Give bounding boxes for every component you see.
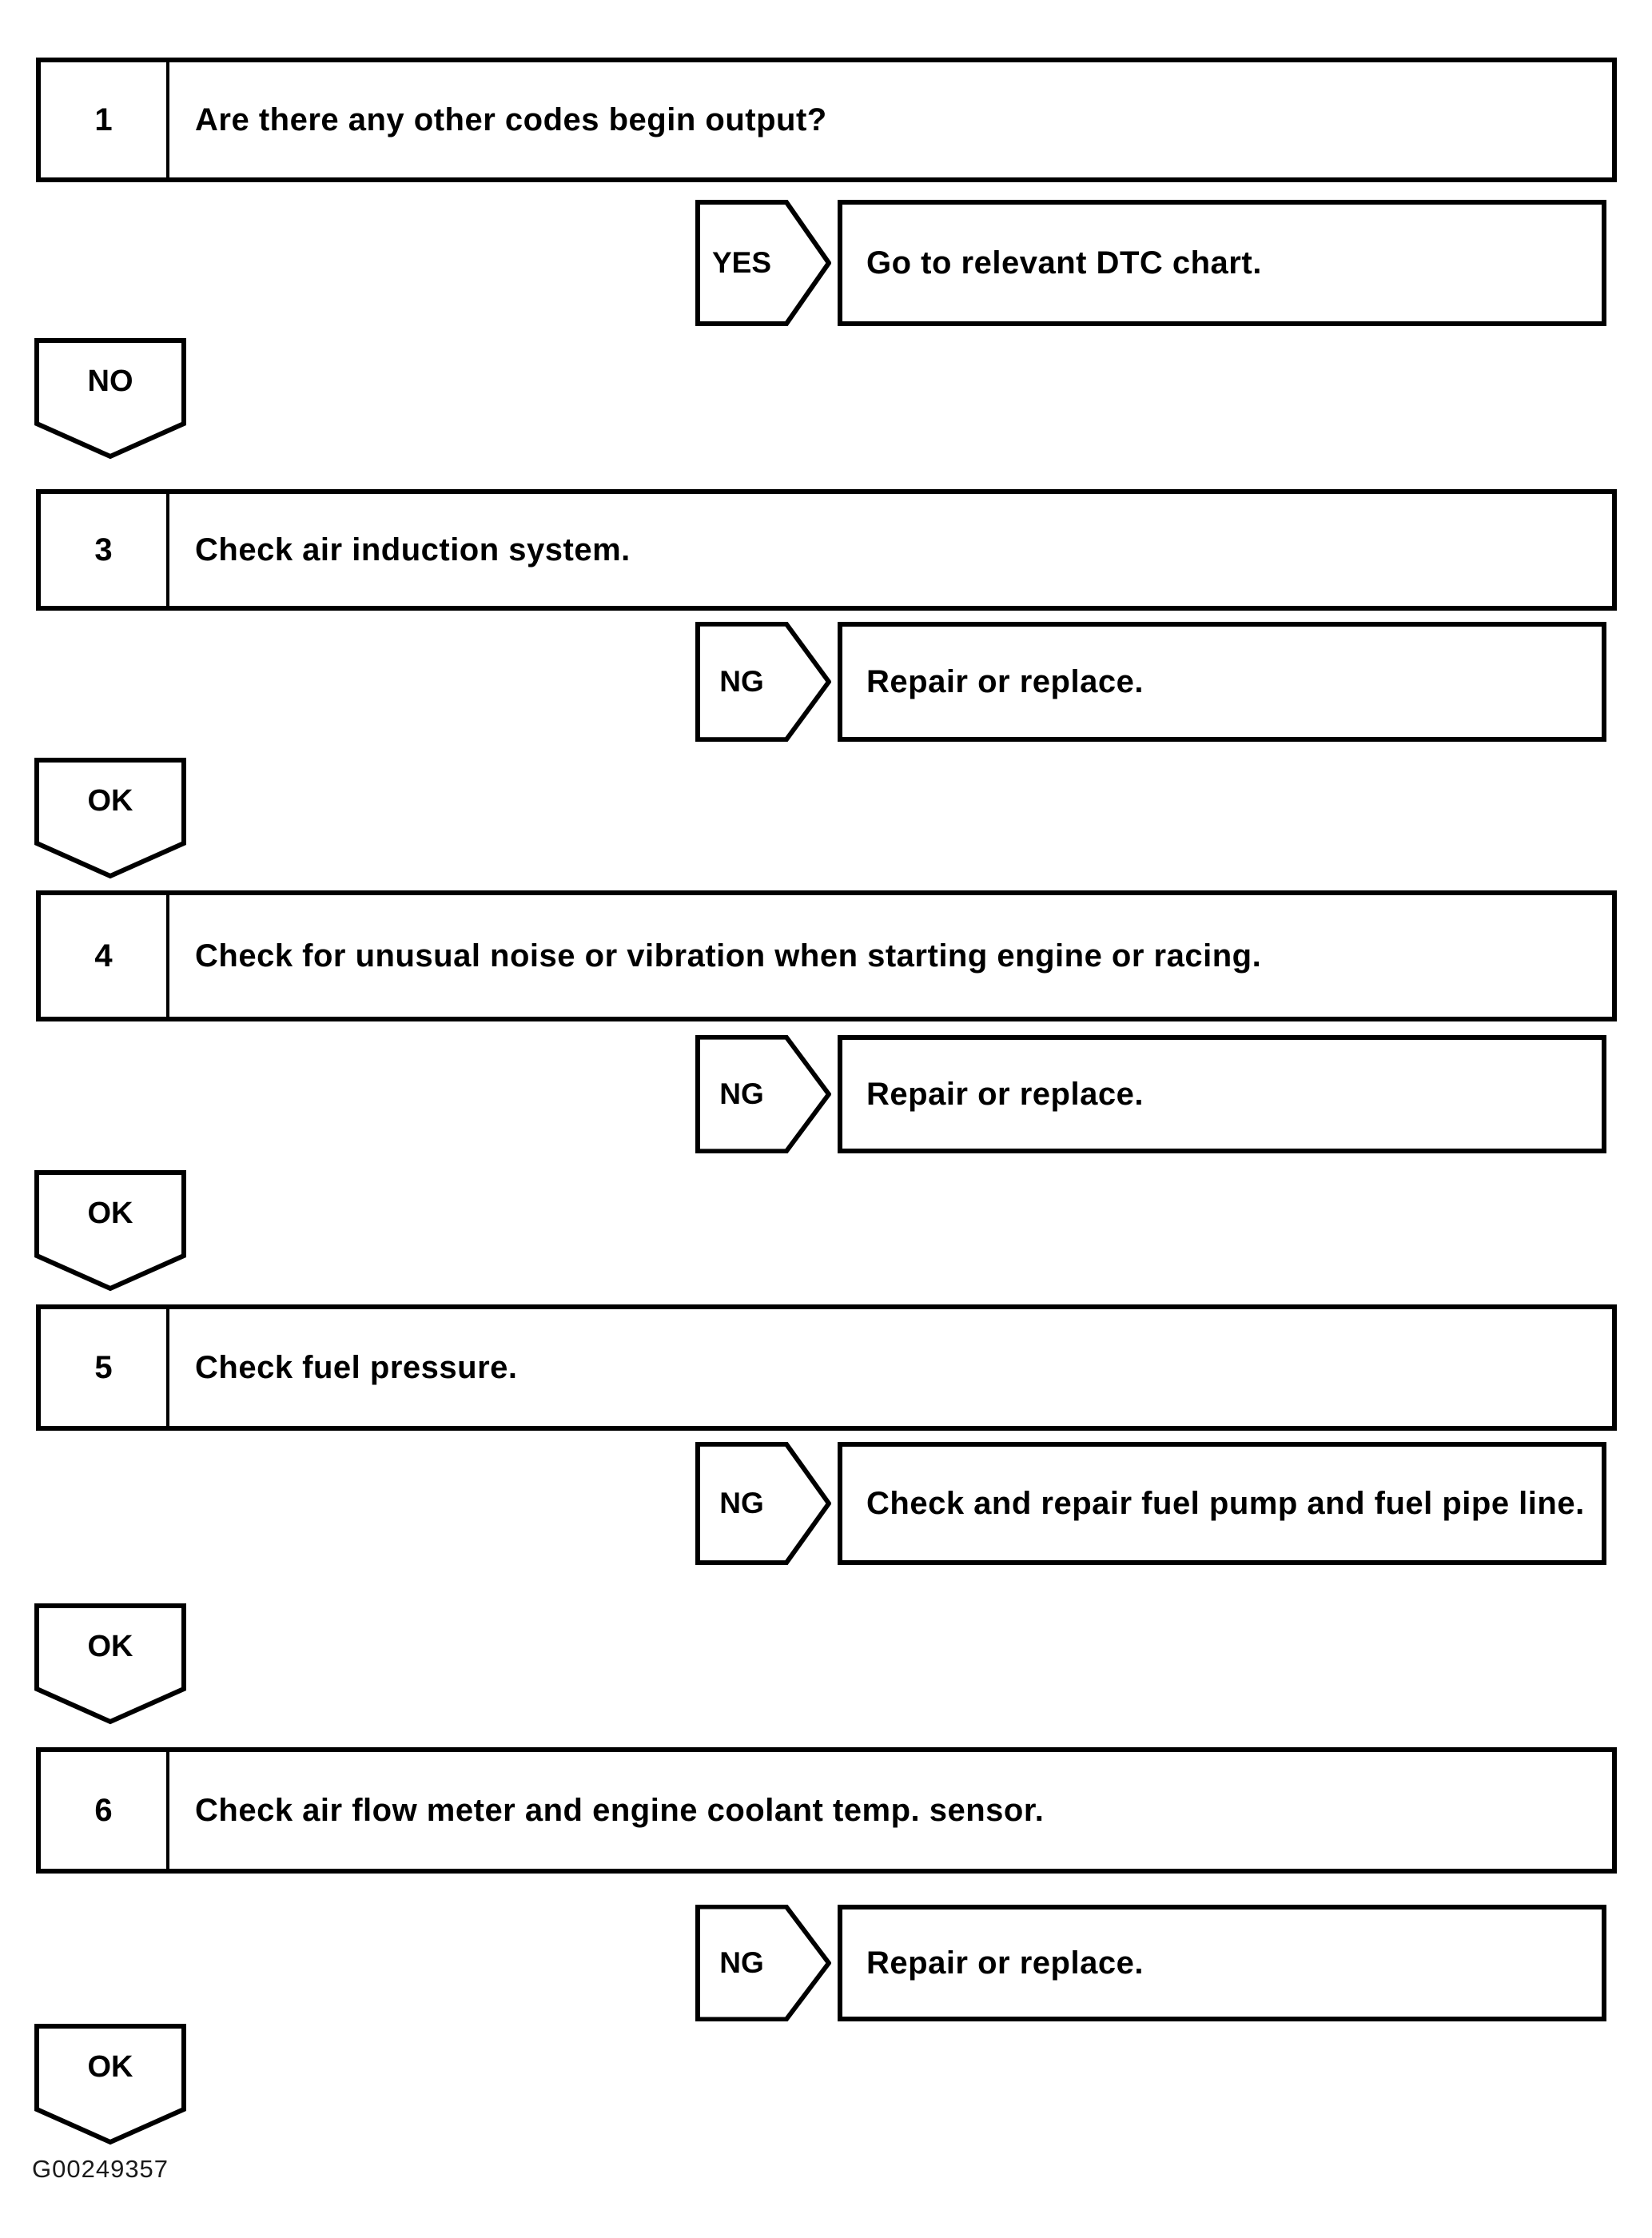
step-title: Check for unusual noise or vibration whe… xyxy=(195,938,1262,974)
branch-label: NG xyxy=(719,1946,764,1979)
connector-label: OK xyxy=(87,1196,133,1230)
down-arrow-tag-shape xyxy=(34,758,186,879)
branch-label: NG xyxy=(719,665,764,698)
step-title: Check air induction system. xyxy=(195,532,631,567)
step-box-4: 4 Check for unusual noise or vibration w… xyxy=(36,890,1617,1021)
result-text: Repair or replace. xyxy=(866,1945,1144,1981)
connector-ok: OK xyxy=(34,1170,186,1292)
branch-tag-ng: NG xyxy=(695,622,831,742)
step-number: 6 xyxy=(41,1752,169,1869)
connector-label: NO xyxy=(87,364,133,398)
result-text: Repair or replace. xyxy=(866,663,1144,699)
connector-no: NO xyxy=(34,338,186,460)
branch-label: NG xyxy=(719,1487,764,1519)
right-arrow-tag-shape xyxy=(695,200,831,326)
step-number: 5 xyxy=(41,1309,169,1426)
down-arrow-tag-shape xyxy=(34,2024,186,2145)
result-box: Repair or replace. xyxy=(838,622,1606,742)
result-text: Repair or replace. xyxy=(866,1076,1144,1112)
step-number: 3 xyxy=(41,494,169,606)
right-arrow-tag-shape xyxy=(695,1905,831,2021)
step-number: 4 xyxy=(41,895,169,1017)
figure-id: G00249357 xyxy=(32,2155,169,2183)
down-arrow-tag-shape xyxy=(34,1170,186,1292)
step-box-1: 1 Are there any other codes begin output… xyxy=(36,58,1617,182)
connector-label: OK xyxy=(87,2049,133,2084)
connector-ok: OK xyxy=(34,758,186,879)
branch-label: NG xyxy=(719,1077,764,1110)
step-box-3: 3 Check air induction system. xyxy=(36,489,1617,611)
right-arrow-tag-shape xyxy=(695,622,831,742)
right-arrow-tag-shape xyxy=(695,1442,831,1565)
branch-label: YES xyxy=(711,246,772,279)
branch-tag-ng: NG xyxy=(695,1442,831,1565)
step-box-5: 5 Check fuel pressure. xyxy=(36,1304,1617,1431)
branch-tag-yes: YES xyxy=(695,200,831,326)
connector-label: OK xyxy=(87,1629,133,1663)
result-box: Repair or replace. xyxy=(838,1905,1606,2021)
step-number: 1 xyxy=(41,62,169,177)
branch-tag-ng: NG xyxy=(695,1905,831,2021)
result-text: Go to relevant DTC chart. xyxy=(866,245,1262,281)
connector-label: OK xyxy=(87,783,133,818)
result-text: Check and repair fuel pump and fuel pipe… xyxy=(866,1485,1585,1521)
step-title: Check fuel pressure. xyxy=(195,1349,518,1385)
connector-ok: OK xyxy=(34,1603,186,1725)
connector-ok: OK xyxy=(34,2024,186,2145)
step-title: Check air flow meter and engine coolant … xyxy=(195,1792,1045,1828)
step-title: Are there any other codes begin output? xyxy=(195,102,827,137)
down-arrow-tag-shape xyxy=(34,338,186,460)
down-arrow-tag-shape xyxy=(34,1603,186,1725)
result-box: Repair or replace. xyxy=(838,1035,1606,1153)
branch-tag-ng: NG xyxy=(695,1035,831,1153)
result-box: Check and repair fuel pump and fuel pipe… xyxy=(838,1442,1606,1565)
result-box: Go to relevant DTC chart. xyxy=(838,200,1606,326)
step-box-6: 6 Check air flow meter and engine coolan… xyxy=(36,1747,1617,1874)
right-arrow-tag-shape xyxy=(695,1035,831,1153)
